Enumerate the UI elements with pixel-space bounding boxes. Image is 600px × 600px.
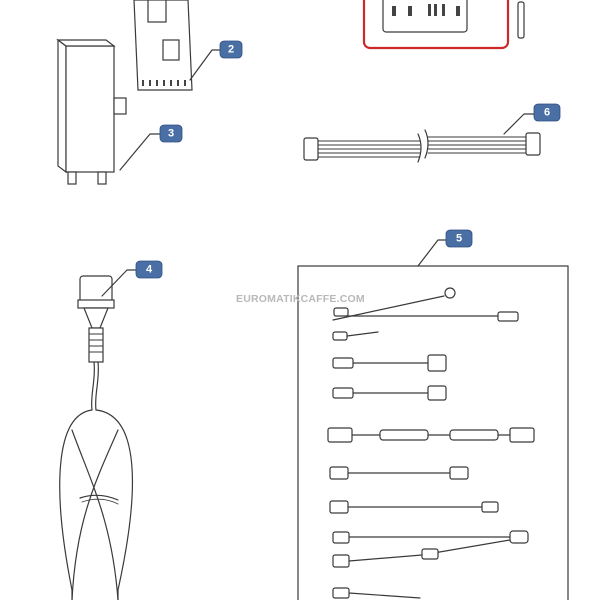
power-cord-strain-relief	[88, 327, 104, 363]
wire-6	[329, 466, 469, 480]
highlighted-component	[362, 0, 525, 50]
housing-foot-left	[67, 171, 77, 185]
wire-9	[332, 587, 421, 599]
highlight-frame	[362, 0, 510, 50]
board-chip	[147, 0, 167, 23]
part-2-electronic-board	[133, 0, 193, 91]
callout-2-label: 2	[228, 44, 234, 56]
callout-3: 3	[119, 124, 183, 171]
highlight-pin	[517, 1, 525, 39]
wire-1-ring-terminal	[332, 287, 519, 322]
housing-foot-right	[97, 171, 107, 185]
wire-3	[332, 354, 447, 372]
callout-2: 2	[189, 40, 243, 81]
callout-3-label: 3	[168, 128, 174, 140]
wire-4	[332, 385, 447, 401]
callout-4-label: 4	[146, 264, 153, 276]
callout-4: 4	[101, 260, 163, 297]
watermark-text: EUROMATIKCAFFE.COM	[236, 293, 365, 305]
board-connector-pins	[142, 80, 186, 86]
callout-5: 5	[417, 229, 473, 267]
wire-8-sensor	[332, 530, 529, 568]
callout-6: 6	[503, 103, 561, 135]
housing-side-switch	[113, 97, 127, 115]
part-5-wiring-kit	[297, 265, 569, 600]
part-3-housing-box	[56, 38, 127, 185]
power-cord-tie	[79, 494, 119, 501]
part-4-power-cord	[59, 275, 134, 600]
wire-2	[332, 331, 379, 341]
wire-7	[329, 500, 499, 514]
callout-5-label: 5	[456, 233, 462, 245]
board-relay	[162, 39, 180, 61]
callout-6-label: 6	[544, 107, 550, 119]
wire-5-fused	[327, 427, 535, 443]
part-6-ribbon-cable	[303, 129, 541, 163]
